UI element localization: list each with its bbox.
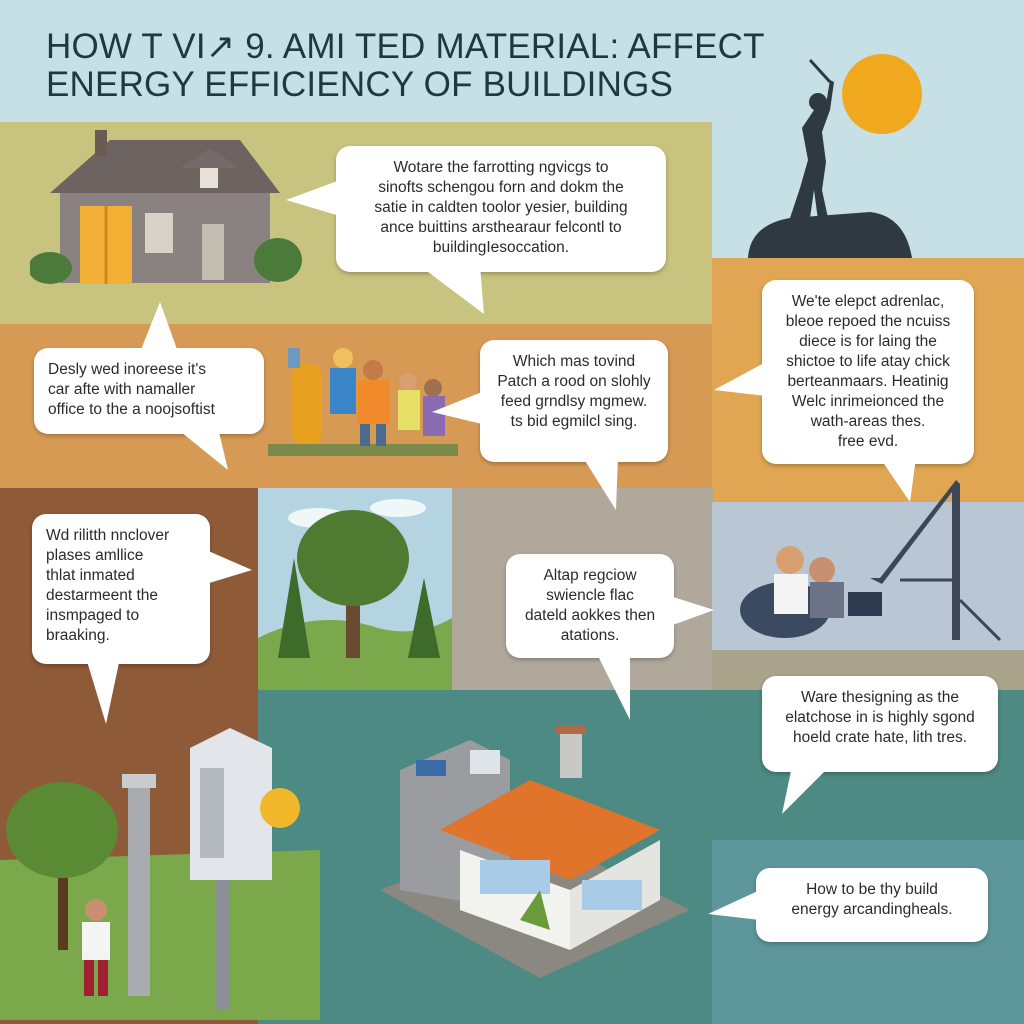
house-illustration <box>30 130 302 284</box>
bubble-8-tail-left <box>708 890 760 920</box>
bubble-6-text: Altap regciow swiencle flac dateld aokke… <box>524 567 656 644</box>
speech-bubble-8: How to be thy build energy arcandingheal… <box>756 868 988 942</box>
bubble-6-tail-bottom <box>596 652 630 720</box>
bubble-7-text: Ware thesigning as the elatchose in is h… <box>785 689 975 746</box>
speech-bubble-4: We'te elepct adrenlac, bleoe repoed the … <box>762 280 974 464</box>
sun-and-climber-illustration <box>748 54 922 258</box>
bubble-2-tail-bottom <box>176 428 228 470</box>
speech-bubble-7: Ware thesigning as the elatchose in is h… <box>762 676 998 772</box>
bubble-1-text: Wotare the farrotting ngvicgs to sinofts… <box>374 159 628 256</box>
speech-bubble-1: Wotare the farrotting ngvicgs to sinofts… <box>336 146 666 272</box>
bubble-4-text: We'te elepct adrenlac, bleoe repoed the … <box>785 293 951 450</box>
sun-icon <box>842 54 922 134</box>
speech-bubble-2: Desly wed inoreese it's car afte with na… <box>34 348 264 434</box>
bubble-2-text: Desly wed inoreese it's car afte with na… <box>48 361 215 418</box>
workers-illustration <box>268 348 458 456</box>
speech-bubble-3: Which mas tovind Patch a rood on slohly … <box>480 340 668 462</box>
bubble-1-tail <box>286 180 340 216</box>
bubble-5-text: Wd rilitth nnclover plases amllice thlat… <box>46 527 170 644</box>
bubble-4-tail-bottom <box>880 458 916 502</box>
people-laptop-illustration <box>740 480 1002 642</box>
modern-house-illustration <box>380 726 690 978</box>
bubble-6-tail-right <box>670 596 714 626</box>
bubble-2-tail-top <box>140 302 178 352</box>
bubble-3-tail-left <box>432 392 482 424</box>
bubble-8-text: How to be thy build energy arcandingheal… <box>791 881 953 918</box>
title-line-1: HOW T VI↗ 9. AMI TED MATERIAL: AFFECT <box>46 27 765 66</box>
title-line-2: ENERGY EFFICIENCY OF BUILDINGS <box>46 65 674 104</box>
page-title: HOW T VI↗ 9. AMI TED MATERIAL: AFFECT EN… <box>46 28 806 104</box>
bubble-5-tail-right <box>206 550 252 584</box>
bubble-1-tail-bottom <box>420 266 484 314</box>
speech-bubble-5: Wd rilitth nnclover plases amllice thlat… <box>32 514 210 664</box>
bubble-5-tail-bottom <box>86 658 120 724</box>
bubble-4-tail-left <box>714 362 766 396</box>
forest-illustration <box>258 499 452 690</box>
bubble-3-text: Which mas tovind Patch a rood on slohly … <box>497 353 651 430</box>
tower-and-tree-illustration <box>0 728 320 1020</box>
bubble-7-tail-bottom <box>782 766 830 814</box>
bubble-3-tail-bottom <box>582 456 618 510</box>
speech-bubble-6: Altap regciow swiencle flac dateld aokke… <box>506 554 674 658</box>
